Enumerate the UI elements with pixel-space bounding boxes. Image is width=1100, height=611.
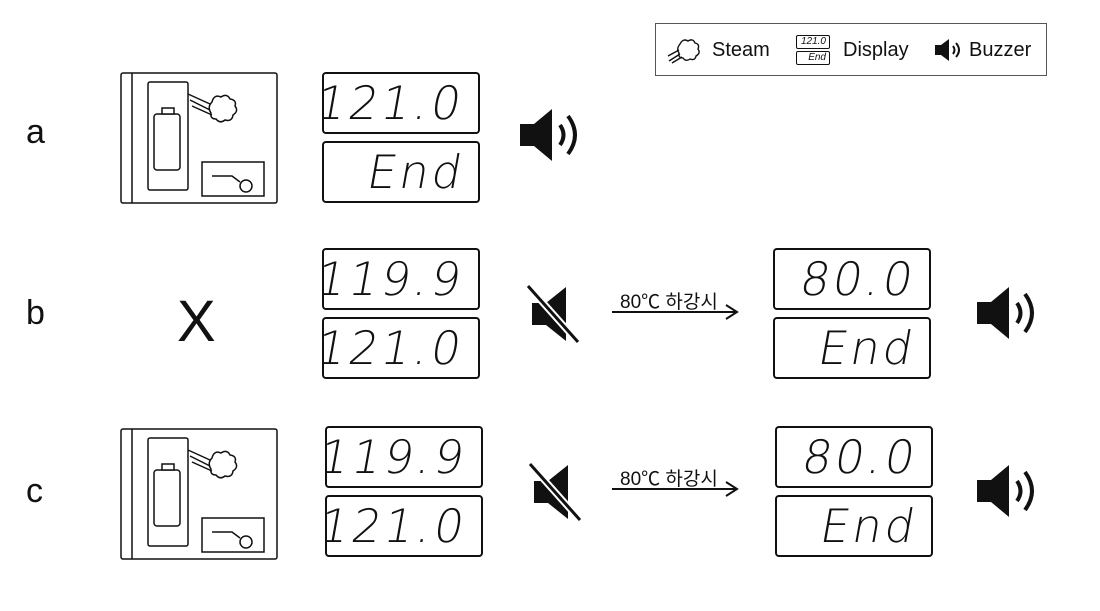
display-bottom-panel: End (775, 495, 933, 557)
no-steam-mark: X (177, 289, 216, 354)
display-top-panel: 121.0 (322, 72, 480, 134)
row-label-b: b (26, 294, 45, 332)
display-bottom-panel: End (322, 141, 480, 203)
legend-steam-label: Steam (712, 39, 770, 61)
display-top-panel: 80.0 (775, 426, 933, 488)
display-bottom-value: 121.0 (325, 499, 472, 553)
display-bottom-value: 121.0 (322, 321, 469, 375)
display-bottom-panel: 121.0 (325, 495, 483, 557)
speaker-muted-icon (528, 461, 584, 523)
display-bottom-value: End (813, 321, 920, 375)
display-icon-bottom: End (796, 51, 830, 65)
speaker-icon (935, 39, 960, 61)
speaker-on-icon (975, 462, 1039, 520)
display-top-value: 80.0 (795, 252, 920, 306)
transition-label: 80℃ 하강시 (620, 469, 718, 490)
display-top-value: 119.9 (325, 430, 472, 484)
display-top-panel: 119.9 (325, 426, 483, 488)
display-icon: 121.0 End (796, 35, 830, 65)
speaker-on-icon (975, 284, 1039, 342)
display-top-value: 80.0 (797, 430, 922, 484)
steam-device-icon (120, 72, 278, 204)
display-icon-top: 121.0 (796, 35, 830, 49)
display-top-value: 119.9 (322, 252, 469, 306)
speaker-on-icon (518, 106, 582, 164)
display-bottom-value: End (815, 499, 922, 553)
row-label-c: c (26, 472, 43, 510)
display-top-panel: 119.9 (322, 248, 480, 310)
steam-icon (667, 39, 700, 64)
display-top-panel: 80.0 (773, 248, 931, 310)
display-top-value: 121.0 (322, 76, 469, 130)
arrow-right-icon (612, 304, 739, 320)
legend-buzzer-label: Buzzer (969, 39, 1032, 61)
legend-box: Steam 121.0 End Display Buzzer (655, 23, 1047, 76)
display-bottom-value: End (362, 145, 469, 199)
transition-label: 80℃ 하강시 (620, 292, 718, 313)
legend-display-label: Display (843, 39, 909, 61)
display-bottom-panel: End (773, 317, 931, 379)
arrow-right-icon (612, 481, 739, 497)
steam-device-icon (120, 428, 278, 560)
row-label-a: a (26, 113, 45, 151)
display-bottom-panel: 121.0 (322, 317, 480, 379)
speaker-muted-icon (526, 283, 582, 345)
